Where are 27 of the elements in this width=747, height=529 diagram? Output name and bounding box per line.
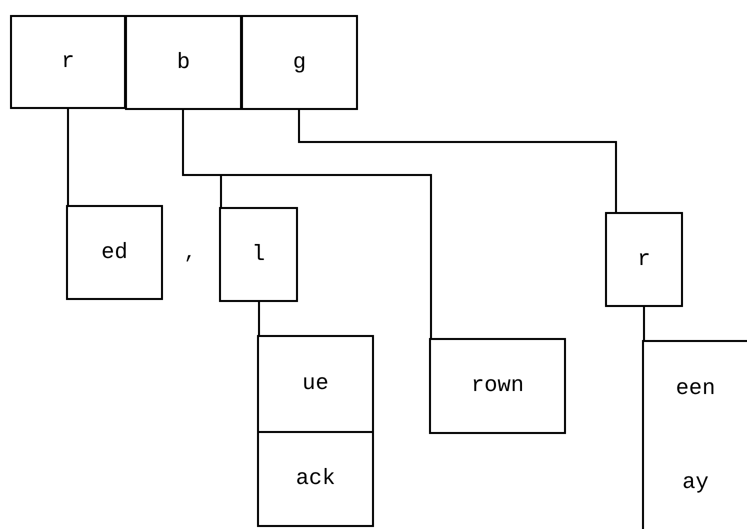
connector-line [258, 302, 260, 335]
trie-node-box [257, 431, 374, 527]
trie-node-box [605, 212, 683, 307]
node-label: ed [101, 242, 128, 264]
trie-node-box [219, 207, 298, 302]
node-label: r [61, 51, 75, 73]
node-label: r [637, 248, 651, 270]
node-label: rown [471, 375, 524, 397]
connector-line [643, 307, 645, 340]
node-label: ay [682, 472, 709, 494]
trie-node-box [125, 15, 242, 110]
node-label: ue [302, 373, 329, 395]
connector-line [298, 110, 617, 212]
connector-line [67, 109, 69, 205]
node-label: b [176, 52, 190, 74]
trie-node-box [10, 15, 126, 109]
trie-node-box [241, 15, 358, 110]
trie-node-box [642, 340, 747, 438]
separator-mark: , [184, 244, 196, 264]
trie-node-box [257, 335, 374, 433]
node-label: g [292, 52, 306, 74]
node-label: een [676, 378, 716, 400]
trie-node-box [66, 205, 163, 300]
node-label: ack [296, 468, 336, 490]
node-label: l [252, 244, 266, 266]
trie-node-box [429, 338, 566, 434]
trie-node-box [642, 436, 747, 529]
